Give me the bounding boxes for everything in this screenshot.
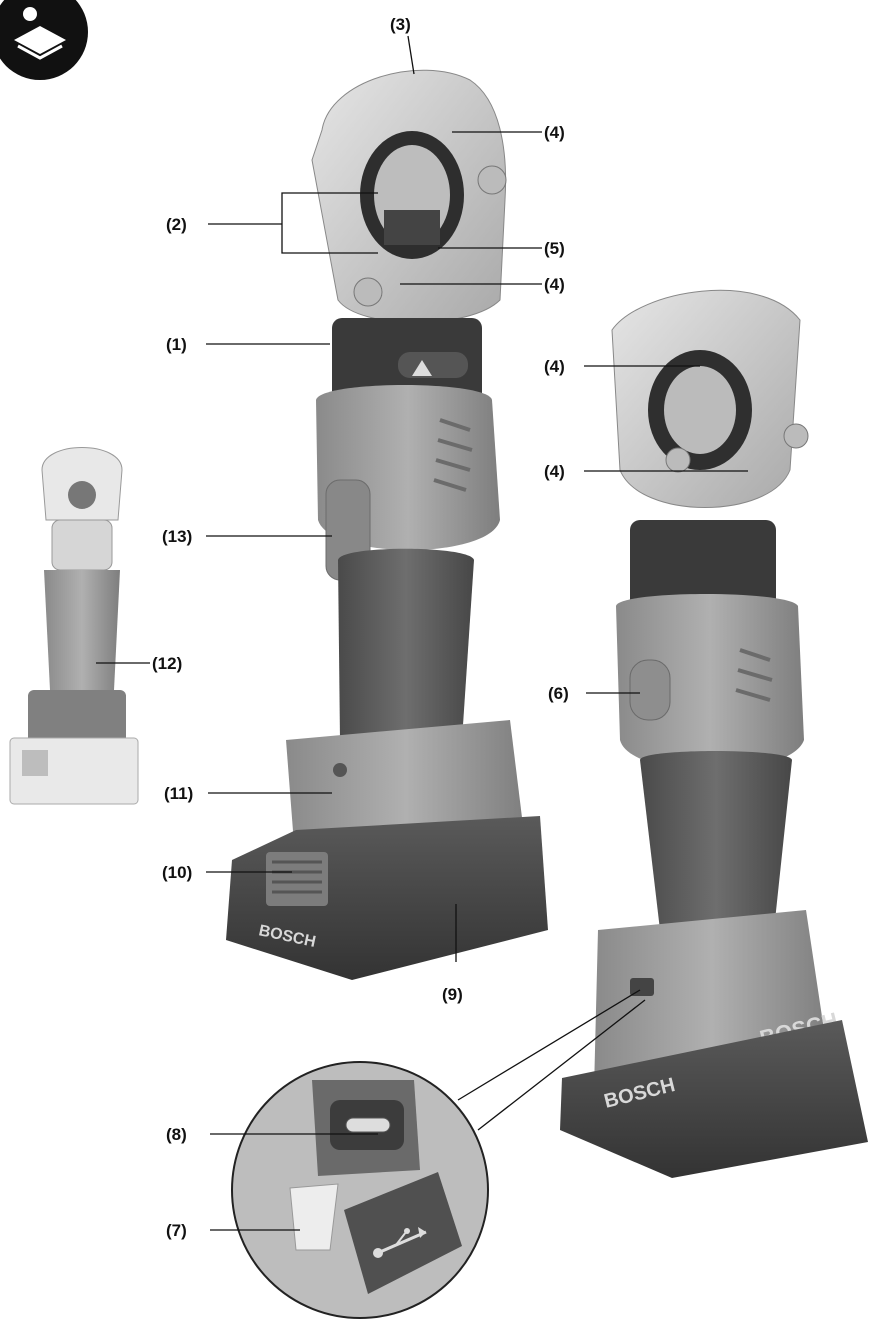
small-tool-illustration: [9, 447, 139, 805]
callout-labels: (3) (4) (2) (5) (4) (1) (4) (4) (13) (12…: [152, 15, 569, 1240]
label-1: (1): [166, 335, 187, 354]
read-manual-icon: [0, 0, 88, 80]
label-5: (5): [544, 239, 565, 258]
label-7: (7): [166, 1221, 187, 1240]
label-4-b: (4): [544, 275, 565, 294]
label-13: (13): [162, 527, 192, 546]
usb-port-detail: [231, 989, 646, 1319]
label-9: (9): [442, 985, 463, 1004]
label-11: (11): [164, 784, 193, 803]
label-4-c: (4): [544, 357, 565, 376]
label-2: (2): [166, 215, 187, 234]
usb-cover-closed: [630, 978, 654, 996]
label-10: (10): [162, 863, 192, 882]
label-4-d: (4): [544, 462, 565, 481]
label-4-a: (4): [544, 123, 565, 142]
right-tool-illustration: BOSCH BOSCH: [560, 289, 868, 1178]
label-3: (3): [390, 15, 411, 34]
label-6: (6): [548, 684, 569, 703]
label-8: (8): [166, 1125, 187, 1144]
usb-icon: [373, 1227, 427, 1258]
main-tool-illustration: BOSCH: [226, 69, 548, 980]
label-12: (12): [152, 654, 182, 673]
leader-lines: [96, 35, 748, 1231]
warning-icon: [412, 360, 432, 376]
